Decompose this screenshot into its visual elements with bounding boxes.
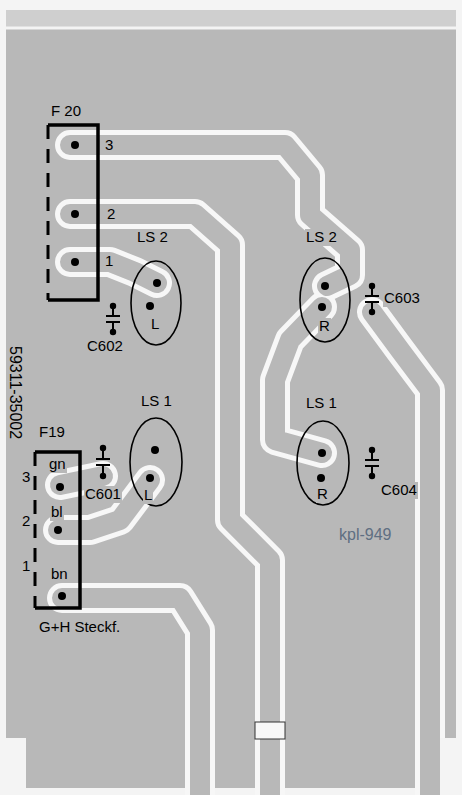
- copper-trace: [70, 214, 270, 795]
- pin-number: 3: [21, 469, 31, 486]
- capacitor-symbol: [106, 306, 120, 332]
- marking-box: [255, 722, 285, 739]
- copper-trace: [372, 312, 430, 795]
- node-outline: [12, 422, 162, 644]
- connector-outline: [34, 452, 37, 608]
- solder-pad: [100, 473, 106, 479]
- connector-outline: [47, 125, 50, 300]
- wire-color: bl: [50, 504, 64, 521]
- terminal-outline: [297, 421, 349, 505]
- solder-pad: [54, 526, 62, 534]
- pin-number: 2: [106, 206, 116, 223]
- solder-pad: [369, 309, 375, 315]
- solder-pad: [71, 141, 79, 149]
- isolation-channel: [372, 312, 430, 795]
- capacitor-symbols: [96, 286, 379, 476]
- capacitor-symbol: [96, 448, 110, 476]
- speaker-terminal: LS 1 R: [292, 390, 358, 512]
- terminal-outline: [130, 418, 182, 506]
- solder-pad: [58, 592, 66, 600]
- plug-connector: F19 gn bl bn 3 2 1G+H Steckf.: [12, 422, 162, 644]
- wire-color: bn: [50, 566, 69, 583]
- solder-pad: [318, 303, 326, 311]
- solder-pad: [153, 279, 161, 287]
- solder-pad: [369, 447, 375, 453]
- solder-pad: [56, 483, 64, 491]
- solder-pad: [71, 258, 79, 266]
- copper-traces: [58, 145, 430, 795]
- solder-pad: [110, 329, 116, 335]
- node-outline: [40, 100, 122, 305]
- solder-pad: [369, 283, 375, 289]
- connector-type: G+H Steckf.: [38, 619, 121, 636]
- solder-pad: [110, 303, 116, 309]
- isolation-channel: [275, 307, 322, 453]
- solder-pad: [146, 474, 154, 482]
- part-name: C604: [380, 482, 418, 499]
- speaker-terminal: LS 2 R: [292, 226, 358, 350]
- part-name: C601: [84, 486, 122, 503]
- connector-name: F 20: [50, 103, 82, 120]
- solder-pad: [151, 446, 159, 454]
- speaker-terminal: LS 1 L: [124, 390, 190, 512]
- speaker-terminal: LS 2 L: [124, 226, 190, 350]
- connector-outline: [35, 452, 80, 608]
- solder-pad: [100, 445, 106, 451]
- pin-number: 1: [21, 558, 31, 575]
- copper-trace: [275, 307, 322, 453]
- solder-pad: [321, 282, 329, 290]
- board-notch: [6, 738, 26, 795]
- solder-pad: [317, 474, 325, 482]
- speaker-name: LS 1: [140, 393, 173, 410]
- solder-pad: [146, 302, 154, 310]
- solder-pad: [318, 449, 326, 457]
- speaker-name: LS 2: [136, 229, 169, 246]
- speaker-name: LS 2: [305, 229, 338, 246]
- connector-block: F 20 3 2 1: [40, 100, 122, 305]
- board-top-band: [6, 10, 456, 28]
- channel-mark: R: [318, 318, 331, 335]
- part-number: 59311-35002: [6, 345, 24, 440]
- connector-name: F19: [38, 424, 66, 441]
- board-notch: [440, 738, 462, 795]
- capacitor-symbol: [365, 450, 379, 476]
- isolation-channel: [70, 214, 270, 795]
- part-name: C602: [86, 338, 124, 355]
- isolation-channel: [6, 27, 456, 30]
- pin-number: 3: [104, 137, 114, 154]
- solder-pad: [71, 210, 79, 218]
- capacitor-pads: [100, 283, 375, 479]
- terminal-outline: [131, 261, 181, 345]
- isolation-channels: [58, 145, 430, 795]
- pin-number: 1: [104, 253, 114, 270]
- board-code: kpl-949: [338, 526, 392, 544]
- channel-mark: L: [150, 316, 160, 333]
- channel-mark: L: [143, 487, 153, 504]
- solder-pad: [369, 473, 375, 479]
- connector-outline: [48, 125, 98, 300]
- part-name: C603: [383, 290, 421, 307]
- pin-number: 2: [21, 513, 31, 530]
- wire-color: gn: [48, 456, 67, 473]
- solder-pads: [54, 141, 329, 600]
- channel-mark: R: [316, 486, 329, 503]
- speaker-name: LS 1: [305, 395, 338, 412]
- capacitor-symbol: [365, 286, 379, 312]
- terminal-outline: [300, 258, 350, 342]
